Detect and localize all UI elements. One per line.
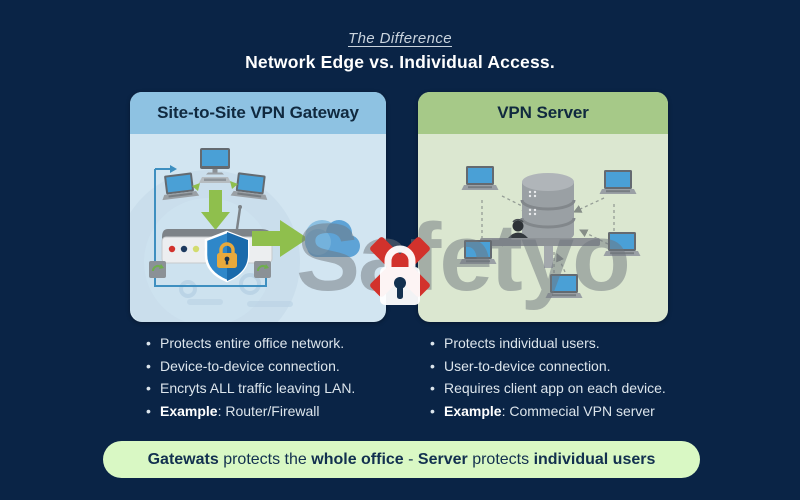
laptop-icon	[461, 166, 499, 190]
bullet-dot: •	[430, 380, 435, 396]
text-segment: protects the	[218, 450, 312, 468]
bullet-item: • Example: Router/Firewall	[146, 403, 408, 419]
text-segment: whole office	[311, 450, 404, 468]
cloud-icon	[305, 220, 360, 257]
bullet-dot: •	[146, 402, 151, 419]
text-segment: Gatewats	[147, 450, 219, 468]
text-segment: Example	[444, 402, 502, 419]
down-arrow-icon	[201, 190, 230, 230]
bullet-dot: •	[146, 357, 151, 374]
bullet-item: • Device-to-device connection.	[146, 358, 408, 374]
bullet-dot: •	[430, 335, 435, 351]
bullet-item: • Requires client app on each device.	[430, 380, 698, 396]
text-segment: Protects individual users.	[444, 335, 600, 351]
text-segment: User-to-device connection.	[444, 357, 611, 374]
sync-icon	[149, 261, 166, 278]
bullet-item: • Example: Commecial VPN server	[430, 403, 698, 419]
panel-vpn-server: VPN Server	[418, 92, 668, 322]
text-segment: Device-to-device connection.	[160, 357, 340, 374]
summary-banner-text: Gatewats protects the whole office - Ser…	[148, 451, 656, 469]
right-panel-header: VPN Server	[418, 92, 668, 134]
right-panel-diagram	[418, 134, 668, 322]
admin-user-icon	[480, 218, 600, 268]
lock-icon	[380, 245, 420, 305]
panel-site-to-site-gateway: Site-to-Site VPN Gateway	[130, 92, 386, 322]
title-subtitle: The Difference	[348, 30, 452, 47]
bullet-item: • Protects individual users.	[430, 335, 698, 351]
text-segment: Server	[417, 450, 468, 468]
right-arrow-icon	[252, 220, 308, 257]
page-title: The Difference Network Edge vs. Individu…	[0, 30, 800, 73]
sync-icon	[254, 261, 271, 278]
shield-lock-icon	[204, 230, 250, 283]
text-segment: Encryts ALL traffic leaving LAN.	[160, 380, 356, 396]
laptop-icon	[599, 170, 637, 194]
text-segment: Example	[160, 402, 218, 419]
text-segment: : Commecial VPN server	[501, 402, 655, 419]
bullet-dot: •	[430, 357, 435, 374]
link-arrow-icon	[192, 181, 238, 191]
bullet-dot: •	[430, 402, 435, 419]
title-main: Network Edge vs. Individual Access.	[245, 52, 555, 72]
lan-loop-line	[154, 165, 267, 287]
bullet-item: • Encryts ALL traffic leaving LAN.	[146, 380, 408, 396]
laptop-icon	[545, 274, 583, 298]
bullet-dot: •	[146, 380, 151, 396]
left-panel-diagram	[130, 134, 386, 322]
text-segment: protects	[467, 450, 534, 468]
left-panel-header: Site-to-Site VPN Gateway	[130, 92, 386, 134]
server-icon	[520, 173, 576, 243]
desktop-computer-icon	[199, 148, 231, 183]
laptop-icon	[603, 232, 641, 256]
left-bullet-list: • Protects entire office network. • Device-…	[146, 335, 408, 425]
text-segment: Requires client app on each device.	[444, 380, 666, 396]
laptop-icon	[459, 240, 497, 264]
text-segment: Protects entire office network.	[160, 335, 345, 351]
text-segment: : Router/Firewall	[217, 402, 320, 419]
summary-banner: Gatewats protects the whole office - Ser…	[103, 441, 700, 478]
text-segment: -	[403, 450, 418, 468]
bullet-dot: •	[146, 335, 151, 351]
text-segment: individual users	[533, 450, 656, 468]
bullet-item: • Protects entire office network.	[146, 335, 408, 351]
right-bullet-list: • Protects individual users. • User-to-devi…	[430, 335, 698, 425]
blocked-lock-icon	[361, 234, 439, 320]
bullet-item: • User-to-device connection.	[430, 358, 698, 374]
